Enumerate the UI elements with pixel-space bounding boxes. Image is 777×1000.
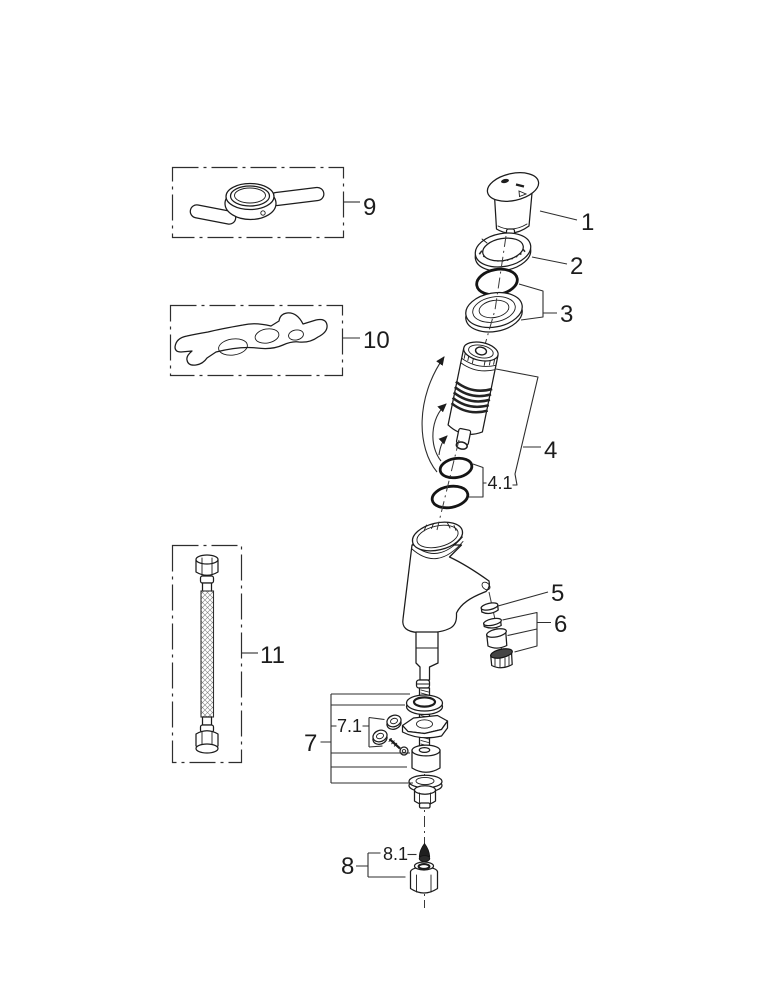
part-label-4: 4 [544, 437, 557, 464]
clamp-ring-part2 [474, 232, 532, 272]
cap-dash-mark [515, 183, 525, 188]
mounting-assembly [372, 687, 449, 809]
callout-3: 3 [518, 283, 573, 328]
callout-2: 2 [531, 253, 583, 280]
cap-triangle-mark [518, 190, 528, 198]
aerator-stack [480, 602, 513, 669]
part-label-4-1: 4.1 [488, 473, 513, 493]
tool-box-10: 10 [169, 304, 390, 377]
base-gasket-ring [405, 694, 444, 716]
part-label-7: 7 [304, 730, 317, 757]
spacer-sleeve [411, 744, 441, 773]
service-wrench-tool [189, 182, 325, 225]
faucet-body [402, 521, 491, 689]
part-label-8: 8 [341, 853, 354, 880]
hose-box-11: 11 [171, 544, 285, 764]
callout-6: 6 [502, 611, 567, 653]
cartridge-o-ring-upper [438, 456, 474, 480]
callout-5: 5 [497, 580, 564, 607]
aerator-washer [483, 617, 502, 629]
part-label-6: 6 [554, 611, 567, 638]
callout-7-1: 7.1 [337, 716, 385, 748]
center-axis-upper [483, 235, 507, 349]
callout-7: 7 [304, 693, 413, 784]
fixing-screw [388, 738, 409, 756]
tool-box-9: 9 [171, 166, 376, 239]
part-label-8-1: 8.1 [383, 844, 408, 864]
cap-dot-mark [501, 178, 509, 184]
callout-4: 4 [495, 368, 557, 486]
flexible-connection-hose [195, 554, 219, 754]
part-label-7-1: 7.1 [337, 716, 362, 736]
part-label-2: 2 [570, 253, 583, 280]
part-label-3: 3 [560, 301, 573, 328]
drain-plug-group [409, 842, 439, 894]
part-label-1: 1 [581, 209, 594, 236]
callout-8-1: 8.1 [383, 844, 417, 864]
aerator-housing [486, 628, 508, 649]
mounting-plate [401, 714, 449, 739]
callout-8: 8 [341, 852, 406, 880]
compression-nut-8 [409, 861, 439, 894]
part-label-11: 11 [260, 642, 285, 669]
seal-ring-part5 [480, 602, 499, 615]
callout-1: 1 [539, 209, 594, 236]
center-axis-mid [436, 439, 460, 531]
cartridge-ribs [450, 380, 493, 414]
support-collar-part3 [465, 291, 523, 333]
cartridge-o-ring-lower [430, 484, 470, 510]
part-label-5: 5 [551, 580, 564, 607]
aerator-mesh-face [490, 648, 513, 659]
mounting-nut [413, 785, 437, 809]
braided-hose-body [200, 590, 215, 718]
aerator-insert [490, 648, 513, 669]
callout-4-1: 4.1 [469, 463, 513, 498]
part-label-10: 10 [363, 327, 390, 354]
body-shank [415, 631, 439, 681]
rotation-arrows [421, 356, 448, 473]
part-label-9: 9 [363, 194, 376, 221]
cartridge-part4 [447, 341, 499, 450]
spout-outlet-face [481, 581, 491, 591]
handle-cap-part1 [486, 172, 540, 237]
fastening-nuts-7-1 [372, 714, 402, 745]
universal-wrench-tool [174, 312, 328, 366]
